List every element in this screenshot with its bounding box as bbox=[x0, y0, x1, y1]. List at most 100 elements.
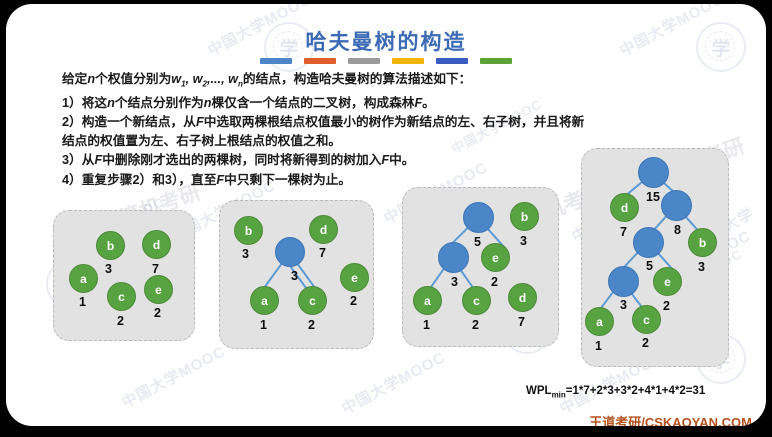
accent-bar-navy bbox=[436, 58, 468, 64]
node-d: d bbox=[508, 283, 537, 312]
node-merged-8 bbox=[661, 190, 692, 221]
node-merged-5 bbox=[633, 227, 664, 258]
slide-canvas: 中国大学MOOC 中国大学MOOC 中国大学MOOC 中国大学MOOC 中国大学… bbox=[6, 4, 766, 426]
node-weight-merged-3: 3 bbox=[291, 269, 298, 283]
wpl-formula: WPLmin=1*7+2*3+3*2+4*1+4*2=31 bbox=[526, 385, 705, 399]
node-a: a bbox=[585, 307, 614, 336]
node-label: c bbox=[118, 289, 125, 304]
node-label: d bbox=[319, 222, 328, 237]
wpl-expression: =1*7+2*3+3*2+4*1+4*2=31 bbox=[565, 385, 706, 397]
wpl-prefix: WPL bbox=[526, 385, 552, 397]
node-weight-c: 2 bbox=[117, 314, 124, 328]
accent-bar-row bbox=[260, 58, 512, 64]
node-label: e bbox=[155, 282, 162, 297]
node-label: d bbox=[620, 200, 629, 215]
node-d: d bbox=[309, 215, 338, 244]
node-a: a bbox=[69, 264, 98, 293]
desc-line-5: 4）重复步骤2）和3），直至F中只剩下一棵树为止。 bbox=[62, 172, 352, 187]
node-a: a bbox=[413, 286, 442, 315]
accent-bar-orange bbox=[304, 58, 336, 64]
node-weight-root-15: 15 bbox=[646, 190, 660, 204]
panel-step-3: 5 b 3 3 e 2 a 1 c 2 d 7 bbox=[402, 187, 559, 347]
node-label: a bbox=[261, 293, 268, 308]
node-label: b bbox=[698, 235, 707, 250]
node-weight-d: 7 bbox=[319, 246, 326, 260]
node-weight-e: 2 bbox=[350, 294, 357, 308]
node-label: a bbox=[80, 271, 87, 286]
accent-bar-gray bbox=[348, 58, 380, 64]
desc-line-3: 结点的权值置为左、右子树上根结点的权值之和。 bbox=[62, 134, 342, 149]
node-weight-merged-5: 5 bbox=[646, 259, 653, 273]
node-weight-c: 2 bbox=[308, 318, 315, 332]
node-label: b bbox=[520, 209, 529, 224]
accent-bar-green bbox=[480, 58, 512, 64]
node-weight-b: 3 bbox=[520, 234, 527, 248]
node-d: d bbox=[142, 230, 171, 259]
node-e: e bbox=[653, 267, 682, 296]
mooc-watermark-6: 中国大学MOOC bbox=[119, 342, 229, 412]
desc-line-1: 1）将这n个结点分别作为n棵仅含一个结点的二叉树，构成森林F。 bbox=[62, 95, 435, 110]
node-merged-3 bbox=[275, 237, 305, 267]
node-weight-merged-3: 3 bbox=[451, 275, 458, 289]
node-label: b bbox=[106, 238, 115, 253]
desc-line-0: 给定n个权值分别为w1, w2,..., wn的结点，构造哈夫曼树的算法描述如下… bbox=[62, 72, 472, 89]
node-root-15 bbox=[638, 157, 669, 188]
node-weight-a: 1 bbox=[79, 295, 86, 309]
node-e: e bbox=[340, 263, 369, 292]
node-weight-e: 2 bbox=[663, 299, 670, 313]
node-c: c bbox=[462, 286, 491, 315]
node-label: c bbox=[473, 293, 480, 308]
algorithm-description: 给定n个权值分别为w1, w2,..., wn的结点，构造哈夫曼树的算法描述如下… bbox=[62, 70, 722, 190]
node-label: d bbox=[152, 237, 161, 252]
node-b: b bbox=[96, 231, 125, 260]
node-merged-3 bbox=[438, 242, 469, 273]
node-c: c bbox=[298, 286, 327, 315]
node-weight-b: 3 bbox=[242, 247, 249, 261]
node-b: b bbox=[688, 228, 717, 257]
panel-step-2: b 3 d 7 3 e 2 a 1 c 2 bbox=[219, 200, 374, 349]
node-label: e bbox=[492, 250, 499, 265]
brand-footer: 王道考研/CSKAOYAN.COM bbox=[589, 415, 752, 426]
node-label: c bbox=[309, 293, 316, 308]
node-a: a bbox=[250, 286, 279, 315]
node-merged-3 bbox=[608, 266, 639, 297]
accent-bar-blue bbox=[260, 58, 292, 64]
node-label: a bbox=[424, 293, 431, 308]
node-weight-a: 1 bbox=[595, 339, 602, 353]
node-b: b bbox=[510, 202, 539, 231]
node-b: b bbox=[234, 216, 263, 245]
desc-line-2: 2）构造一个新结点，从F中选取两棵根结点权值最小的树作为新结点的左、右子树，并且… bbox=[62, 114, 585, 129]
desc-line-4: 3）从F中删除刚才选出的两棵树，同时将新得到的树加入F中。 bbox=[62, 153, 415, 168]
panel-step-4: 15 d 7 8 5 b 3 3 e 2 a 1 c 2 bbox=[581, 148, 729, 367]
node-weight-merged-8: 8 bbox=[674, 223, 681, 237]
node-d: d bbox=[610, 193, 639, 222]
node-label: e bbox=[351, 270, 358, 285]
node-weight-a: 1 bbox=[260, 318, 267, 332]
node-label: c bbox=[643, 312, 650, 327]
node-weight-merged-5: 5 bbox=[474, 235, 481, 249]
node-weight-c: 2 bbox=[472, 318, 479, 332]
node-weight-b: 3 bbox=[698, 260, 705, 274]
node-weight-e: 2 bbox=[491, 275, 498, 289]
node-weight-d: 7 bbox=[518, 315, 525, 329]
node-weight-d: 7 bbox=[152, 262, 159, 276]
node-weight-b: 3 bbox=[105, 262, 112, 276]
node-c: c bbox=[107, 282, 136, 311]
mooc-watermark-7: 中国大学MOOC bbox=[339, 348, 449, 418]
wpl-subscript: min bbox=[551, 390, 566, 400]
node-merged-5 bbox=[463, 202, 494, 233]
page-title: 哈夫曼树的构造 bbox=[305, 31, 467, 54]
node-label: e bbox=[664, 274, 671, 289]
node-label: b bbox=[244, 223, 253, 238]
node-e: e bbox=[144, 275, 173, 304]
node-weight-a: 1 bbox=[423, 318, 430, 332]
panel-step-1: b 3 d 7 a 1 c 2 e 2 bbox=[53, 210, 195, 341]
node-weight-c: 2 bbox=[642, 336, 649, 350]
node-label: d bbox=[518, 290, 527, 305]
node-e: e bbox=[481, 243, 510, 272]
node-weight-d: 7 bbox=[620, 225, 627, 239]
node-c: c bbox=[632, 305, 661, 334]
node-weight-e: 2 bbox=[154, 306, 161, 320]
node-weight-merged-3: 3 bbox=[620, 298, 627, 312]
node-label: a bbox=[596, 314, 603, 329]
